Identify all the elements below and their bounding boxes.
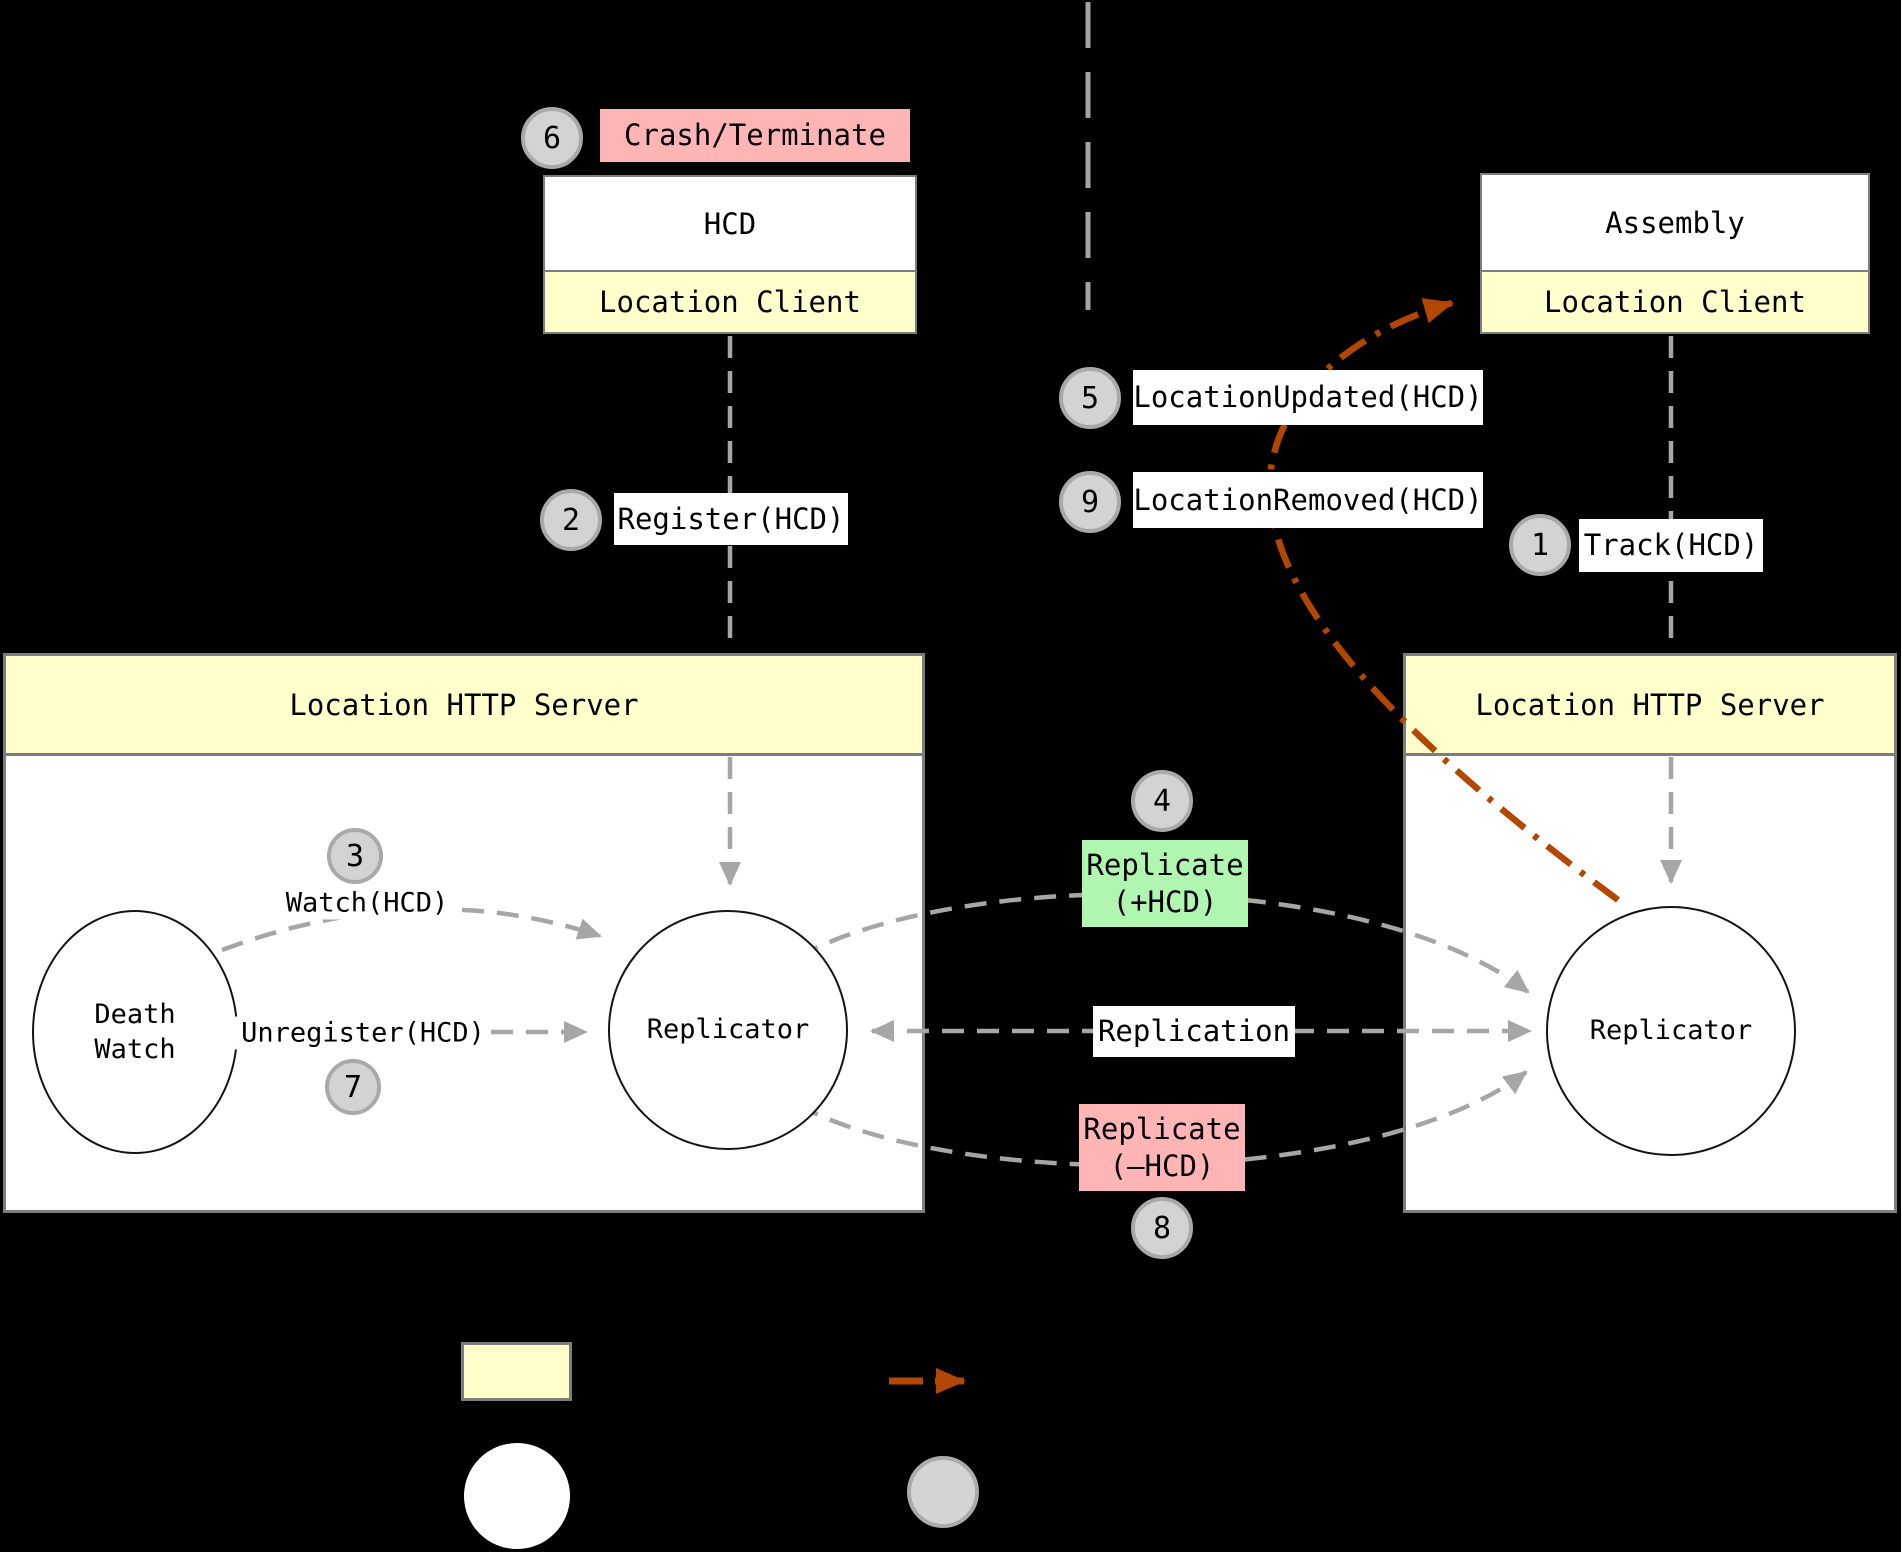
replicate-add-line1: Replicate	[1086, 848, 1244, 883]
death-watch-label-line1: Death	[94, 998, 176, 1030]
step-circle-8: 8	[1131, 1197, 1193, 1259]
step-circle-9: 9	[1059, 471, 1121, 533]
right-server-header: Location HTTP Server	[1406, 656, 1894, 756]
replicate-add-label: Replicate (+HCD)	[1082, 840, 1248, 927]
replicate-add-line2: (+HCD)	[1112, 884, 1218, 919]
unregister-label: Unregister(HCD)	[235, 1016, 491, 1050]
location-updated-label: LocationUpdated(HCD)	[1133, 370, 1483, 425]
step-circle-1: 1	[1509, 514, 1571, 576]
death-watch-node: Death Watch	[32, 910, 238, 1154]
death-watch-label-line2: Watch	[94, 1034, 176, 1065]
step-circle-7: 7	[325, 1059, 381, 1115]
crash-terminate-label: Crash/Terminate	[600, 109, 910, 162]
legend-white-circle-swatch	[464, 1443, 570, 1549]
step-circle-5: 5	[1059, 367, 1121, 429]
step-circle-4: 4	[1131, 770, 1193, 832]
assembly-title: Assembly	[1605, 205, 1745, 240]
register-label: Register(HCD)	[614, 493, 848, 545]
hcd-title: HCD	[703, 206, 757, 241]
step-circle-2: 2	[540, 489, 602, 551]
step-circle-3: 3	[327, 828, 383, 884]
left-server-title: Location HTTP Server	[289, 687, 639, 722]
assembly-box: Assembly Location Client	[1480, 173, 1870, 334]
replicate-remove-label: Replicate (—HCD)	[1079, 1104, 1245, 1191]
replication-label: Replication	[1093, 1006, 1295, 1057]
legend-gray-circle-swatch	[907, 1456, 979, 1528]
left-replicator-node: Replicator	[608, 910, 848, 1150]
right-replicator-label: Replicator	[1589, 1015, 1753, 1047]
watch-label: Watch(HCD)	[279, 886, 455, 920]
step-circle-6: 6	[521, 107, 583, 169]
assembly-location-client-band: Location Client	[1482, 270, 1868, 332]
replicate-remove-line2: (—HCD)	[1109, 1148, 1215, 1183]
replicate-remove-line1: Replicate	[1083, 1112, 1241, 1147]
left-replicator-label: Replicator	[646, 1014, 810, 1046]
replicate-add-curve-arrow	[796, 891, 1530, 994]
right-server-title: Location HTTP Server	[1475, 687, 1825, 722]
hcd-location-client-band: Location Client	[545, 270, 915, 332]
legend-yellow-box-swatch	[461, 1342, 572, 1401]
watch-arc-arrow	[221, 906, 602, 953]
location-removed-label: LocationRemoved(HCD)	[1133, 472, 1483, 528]
left-server-header: Location HTTP Server	[6, 656, 922, 756]
right-replicator-node: Replicator	[1546, 906, 1796, 1156]
hcd-box: HCD Location Client	[543, 175, 917, 334]
track-label: Track(HCD)	[1579, 519, 1763, 572]
replicate-remove-curve-arrow	[796, 1070, 1528, 1168]
